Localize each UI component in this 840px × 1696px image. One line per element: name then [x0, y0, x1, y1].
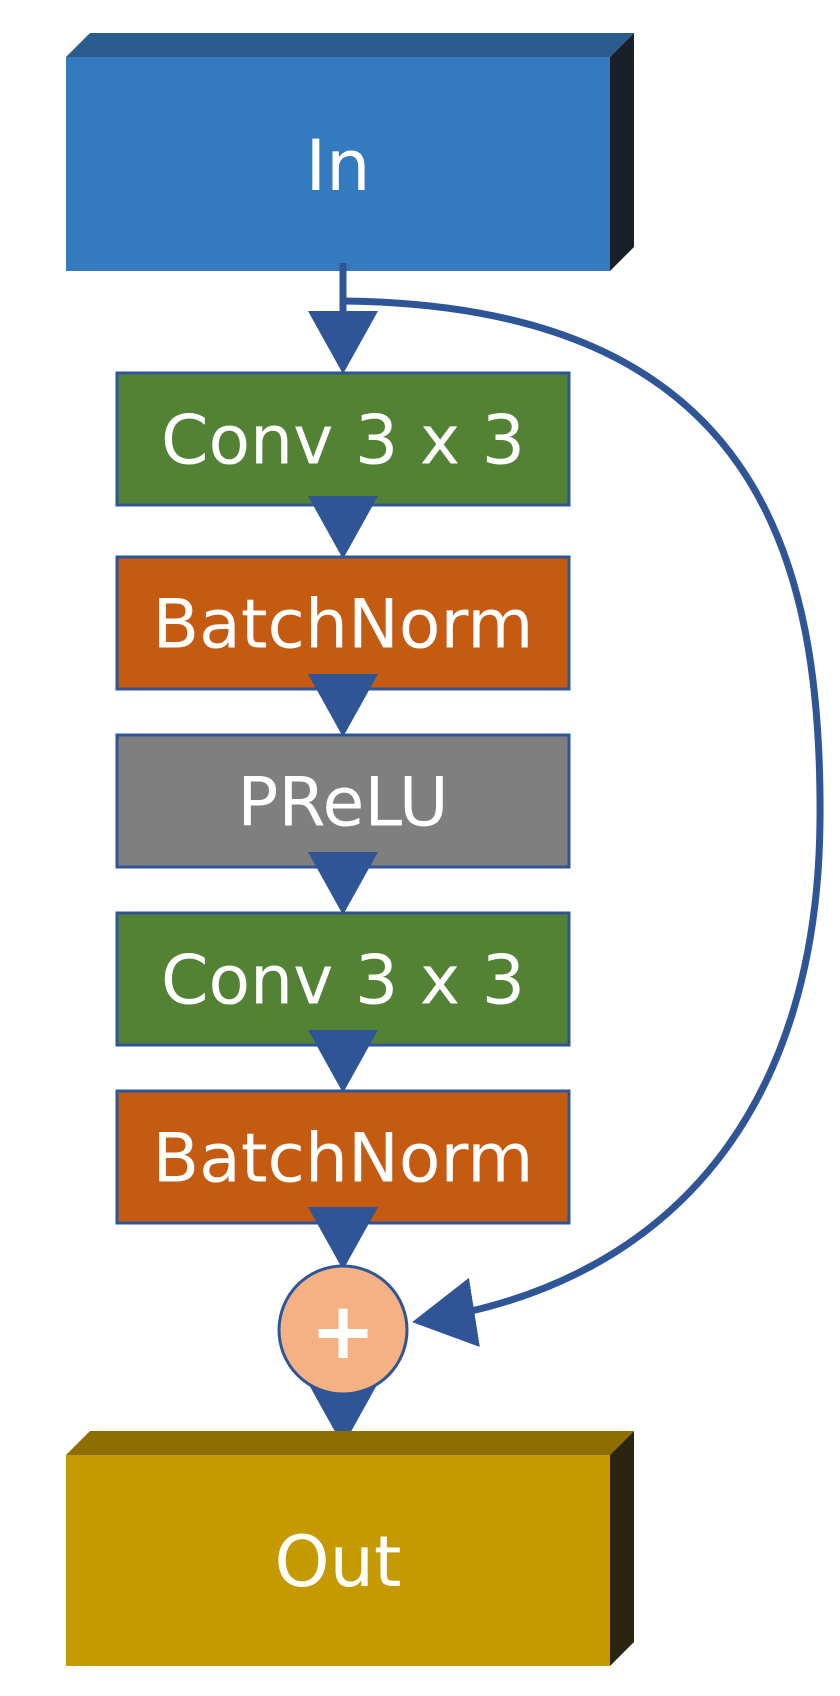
output-block-front — [66, 1455, 610, 1666]
output-block-top — [66, 1431, 634, 1455]
layer-conv-1-label: Conv 3 x 3 — [161, 402, 525, 481]
layer-prelu: PReLU — [115, 733, 571, 869]
flow-arrows — [308, 263, 824, 1446]
layer-stack: Conv 3 x 3 BatchNorm PReLU Conv 3 x 3 Ba… — [115, 371, 571, 1225]
skip-connection-arrow — [342, 297, 824, 1347]
layer-batchnorm-2: BatchNorm — [115, 1089, 571, 1225]
layer-batchnorm-2-label: BatchNorm — [153, 1120, 534, 1199]
input-block-side — [610, 33, 634, 271]
output-block-side — [610, 1431, 634, 1666]
add-node: + — [277, 1264, 409, 1396]
layer-prelu-label: PReLU — [237, 764, 448, 843]
output-block: Out — [66, 1431, 634, 1666]
add-node-circle — [277, 1264, 409, 1396]
input-block-top — [66, 33, 634, 57]
input-block-front — [66, 57, 610, 271]
add-symbol: + — [310, 1287, 375, 1377]
layer-conv-2: Conv 3 x 3 — [115, 911, 571, 1047]
layer-conv-2-label: Conv 3 x 3 — [161, 942, 525, 1021]
output-label: Out — [275, 1521, 402, 1603]
input-label: In — [305, 125, 370, 207]
layer-conv-1: Conv 3 x 3 — [115, 371, 571, 507]
input-block: In — [66, 33, 634, 271]
layer-batchnorm-1: BatchNorm — [115, 555, 571, 691]
layer-batchnorm-1-label: BatchNorm — [153, 586, 534, 665]
